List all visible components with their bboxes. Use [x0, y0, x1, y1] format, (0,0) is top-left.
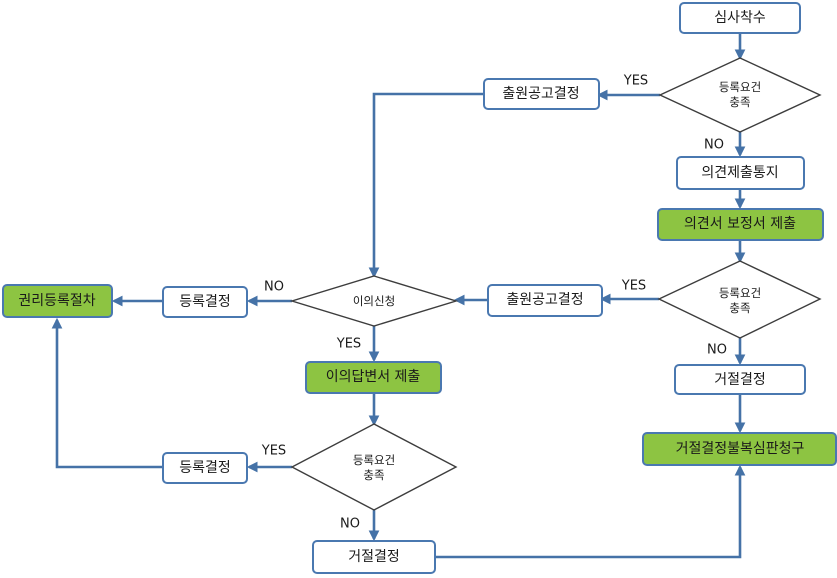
- branch-labels: YES NO YES NO NO YES YES NO: [261, 74, 727, 532]
- node-rights-registration: 권리등록절차: [2, 284, 113, 318]
- label-no-check2: NO: [707, 343, 727, 358]
- node-rejection-2-label: 거절결정: [348, 549, 400, 565]
- arrow-rejection2-to-appeal: [435, 464, 746, 559]
- node-rejection-1-label: 거절결정: [714, 372, 766, 388]
- label-yes-check3: YES: [261, 444, 286, 459]
- decision-req-check-2: 등록요건 충족: [657, 260, 822, 339]
- decision-req-check-2-line1: 등록요건: [719, 286, 761, 300]
- node-opposition-answer-submit: 이의답변서 제출: [305, 361, 442, 394]
- node-reg-decision-1: 등록결정: [162, 286, 248, 318]
- decision-req-check-2-line2: 충족: [729, 301, 750, 315]
- decision-req-check-1-line2: 충족: [729, 95, 750, 109]
- label-no-check3: NO: [340, 517, 360, 532]
- connectors: [51, 33, 746, 559]
- node-publication-decision-2: 출원공고결정: [487, 284, 603, 317]
- node-publication-decision-2-label: 출원공고결정: [506, 292, 583, 308]
- node-rejection-appeal-label: 거절결정불복심판청구: [676, 441, 805, 457]
- label-yes-check1: YES: [623, 74, 648, 89]
- label-no-opposition: NO: [264, 280, 284, 295]
- decision-req-check-3-line2: 충족: [363, 468, 384, 482]
- decision-req-check-3: 등록요건 충족: [290, 423, 458, 511]
- node-rejection-appeal: 거절결정불복심판청구: [642, 432, 837, 466]
- node-opinion-notice: 의견제출통지: [676, 156, 805, 190]
- node-reg-decision-2-label: 등록결정: [179, 460, 231, 476]
- node-publication-decision-1-label: 출원공고결정: [502, 86, 579, 102]
- label-yes-check2: YES: [621, 279, 646, 294]
- node-rejection-1: 거절결정: [674, 364, 806, 395]
- node-opposition-answer-submit-label: 이의답변서 제출: [326, 369, 421, 385]
- node-rejection-2: 거절결정: [312, 540, 436, 574]
- node-rights-registration-label: 권리등록절차: [18, 293, 95, 309]
- node-exam-start-label: 심사착수: [714, 10, 766, 26]
- label-yes-opposition: YES: [336, 337, 361, 352]
- node-reg-decision-1-label: 등록결정: [179, 294, 231, 310]
- decision-req-check-1: 등록요건 충족: [658, 57, 822, 133]
- decision-opposition: 이의신청: [289, 275, 459, 327]
- decision-req-check-1-line1: 등록요건: [719, 80, 761, 94]
- arrow-regdecision2-to-rights: [51, 317, 163, 469]
- decision-opposition-label: 이의신청: [353, 294, 395, 308]
- node-publication-decision-1: 출원공고결정: [483, 78, 600, 110]
- node-exam-start: 심사착수: [679, 2, 801, 34]
- node-opinion-notice-label: 의견제출통지: [701, 165, 778, 181]
- label-no-check1: NO: [704, 138, 724, 153]
- decision-req-check-3-line1: 등록요건: [353, 453, 395, 467]
- arrow-publication1-to-opposition: [368, 92, 484, 279]
- node-reg-decision-2: 등록결정: [162, 452, 248, 484]
- node-opinion-amend-submit-label: 의견서 보정서 제출: [684, 216, 796, 232]
- node-opinion-amend-submit: 의견서 보정서 제출: [657, 208, 824, 241]
